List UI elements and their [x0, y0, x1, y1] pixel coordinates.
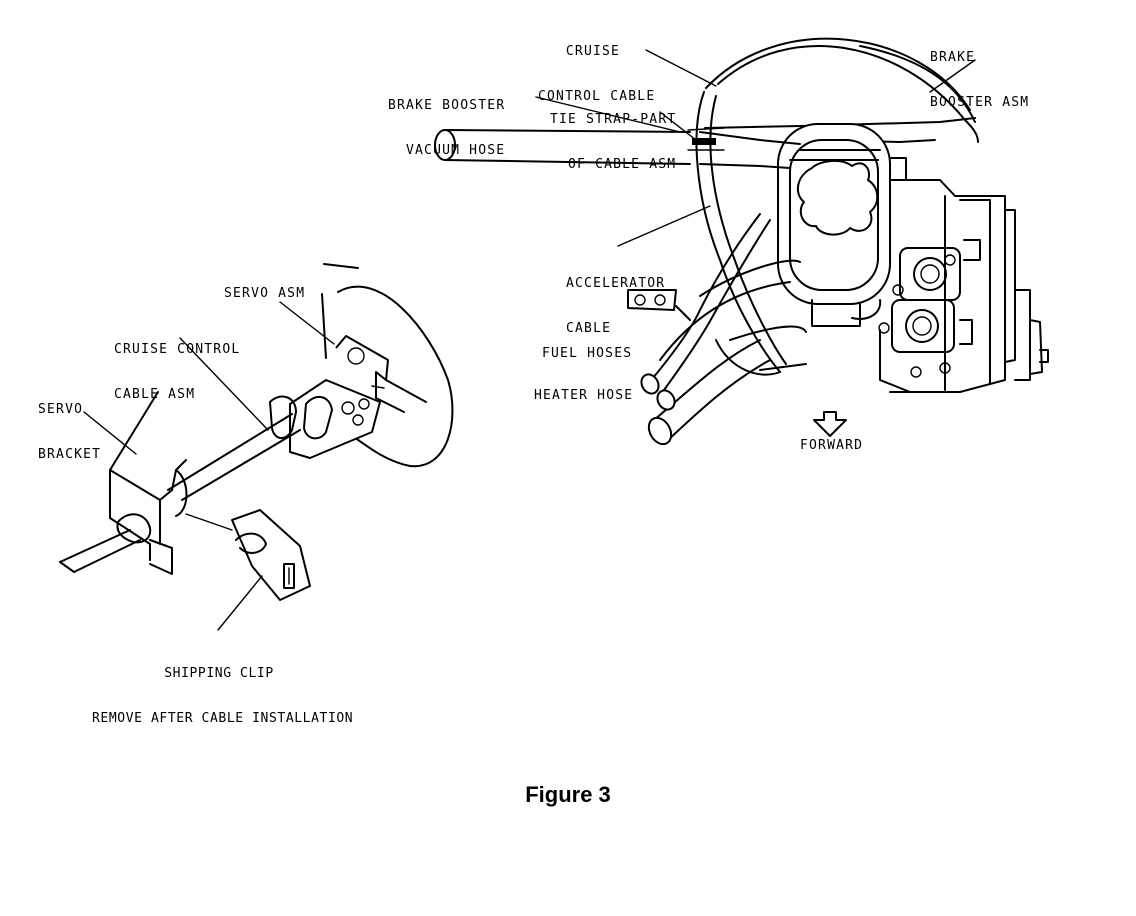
engine-assembly [434, 37, 1049, 446]
label-line: BRACKET [38, 447, 102, 462]
throttle-inlet [777, 123, 907, 327]
label-line: CRUISE CONTROL [114, 342, 241, 357]
label-cruise-control-cable: CRUISE CONTROL CABLE [538, 14, 656, 119]
fuel-hoses [659, 259, 807, 371]
shipping-clip [231, 509, 311, 601]
label-accelerator-cable: ACCELERATOR CABLE [566, 246, 665, 351]
leader-lines-right [535, 49, 976, 247]
cruise-control-cable-asm [167, 395, 301, 501]
accelerator-cable [647, 213, 771, 391]
figure-caption: Figure 3 [525, 782, 611, 807]
label-line: VACUUM HOSE [406, 143, 506, 158]
label-servo-asm: SERVO ASM [224, 286, 306, 301]
label-line: BOOSTER ASM [930, 95, 1030, 110]
throttle-ports [878, 239, 981, 393]
label-shipping-clip: SHIPPING CLIP REMOVE AFTER CABLE INSTALL… [92, 636, 354, 741]
heater-hose [640, 339, 771, 446]
servo-bracket [59, 391, 188, 575]
servo-assembly [289, 263, 454, 468]
hose-clip [627, 289, 691, 321]
label-line: BRAKE BOOSTER [388, 98, 506, 113]
label-line: SERVO [38, 402, 84, 417]
label-line: ACCELERATOR [566, 276, 666, 291]
label-line: CRUISE [565, 44, 621, 59]
label-brake-booster-vacuum-hose: BRAKE BOOSTER VACUUM HOSE [388, 68, 505, 173]
brake-booster-vacuum-hose [434, 129, 801, 169]
label-servo-bracket: SERVO BRACKET [38, 372, 101, 477]
label-line: OF CABLE ASM [568, 157, 677, 172]
label-cruise-control-cable-asm: CRUISE CONTROL CABLE ASM [114, 312, 240, 417]
label-fuel-hoses: FUEL HOSES [542, 346, 633, 361]
cruise-control-cable [695, 37, 979, 376]
label-heater-hose: HEATER HOSE [534, 388, 634, 403]
label-line: BRAKE [930, 50, 976, 65]
label-forward: FORWARD [800, 438, 864, 453]
label-line: CABLE [566, 321, 612, 336]
label-line: CABLE ASM [114, 387, 196, 402]
leader-lines-left [83, 301, 335, 631]
label-brake-booster-asm: BRAKE BOOSTER ASM [930, 20, 1029, 125]
label-line: TIE STRAP-PART [550, 112, 677, 127]
forward-arrow-icon [813, 411, 847, 437]
label-line: REMOVE AFTER CABLE INSTALLATION [92, 711, 354, 726]
label-tie-strap: TIE STRAP-PART OF CABLE ASM [550, 82, 676, 187]
tie-strap [687, 127, 725, 151]
label-line: SHIPPING CLIP [164, 666, 274, 681]
label-line: CONTROL CABLE [538, 89, 656, 104]
